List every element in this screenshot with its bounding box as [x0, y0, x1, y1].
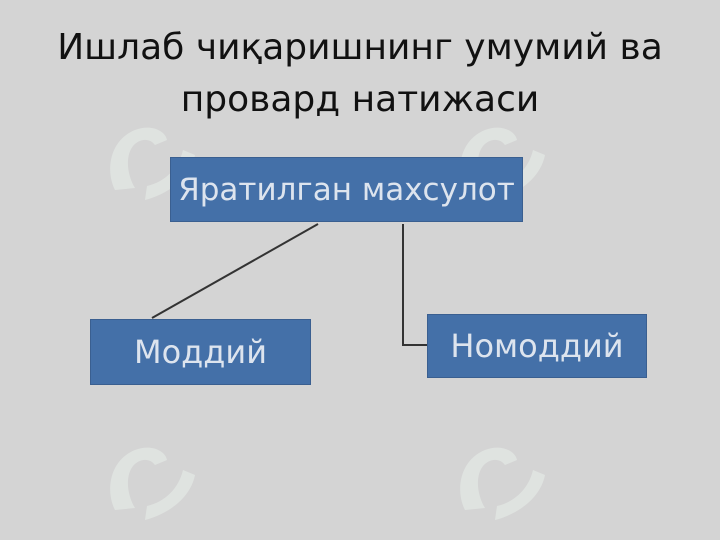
- connector-root-to-left: [151, 223, 319, 319]
- child-node-nonmaterial: Номоддий: [427, 314, 647, 378]
- root-node-label: Яратилган махсулот: [178, 171, 515, 208]
- watermark-logo-icon: [110, 447, 195, 520]
- slide-title: Ишлаб чиқаришнинг умумий ва провард нати…: [20, 22, 700, 126]
- root-node: Яратилган махсулот: [170, 157, 523, 222]
- watermark-logo-icon: [460, 447, 545, 520]
- child-node-nonmaterial-label: Номоддий: [450, 327, 624, 365]
- child-node-material: Моддий: [90, 319, 311, 385]
- slide-title-line-1: Ишлаб чиқаришнинг умумий ва: [57, 27, 663, 68]
- child-node-material-label: Моддий: [133, 333, 268, 371]
- connector-root-to-right: [402, 224, 427, 346]
- slide-title-line-2: провард натижаси: [180, 79, 540, 120]
